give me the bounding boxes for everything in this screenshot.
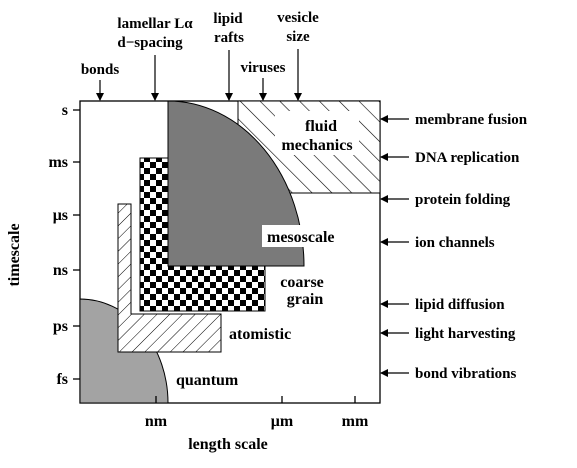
right-label-membrane-fusion: membrane fusion <box>415 112 528 128</box>
fluid-label-line1: fluid <box>305 118 337 135</box>
atomistic-region <box>117 203 222 353</box>
y-tick-label-ms: ms <box>48 154 68 171</box>
y-tick-label-ps: ps <box>53 318 68 335</box>
y-tick-label-fs: fs <box>56 371 68 388</box>
mesoscale-label-bg <box>262 225 324 247</box>
fluid-label-bg <box>275 111 359 155</box>
top-label-vesicle-line2: size <box>286 29 310 45</box>
x-tick-label-mm: mm <box>342 413 369 430</box>
top-label-lamellar-line2: d−spacing <box>117 35 183 51</box>
x-tick-label-um: μm <box>271 413 294 430</box>
right-label-protein-folding: protein folding <box>415 192 511 208</box>
top-label-viruses: viruses <box>241 60 286 76</box>
top-label-bonds: bonds <box>81 62 120 78</box>
top-label-lipid-rafts-line2: rafts <box>214 30 244 46</box>
right-label-bond-vibrations: bond vibrations <box>415 366 516 382</box>
y-tick-label-ns: ns <box>53 262 68 279</box>
top-label-lamellar-line1: lamellar Lα <box>117 16 193 32</box>
fluid-label-line2: mechanics <box>281 137 352 154</box>
mesoscale-label: mesoscale <box>267 229 335 246</box>
right-label-ion-channels: ion channels <box>415 235 495 251</box>
top-label-lipid-rafts-line1: lipid <box>213 11 243 27</box>
x-axis-title: length scale <box>188 436 268 453</box>
right-label-dna-replication: DNA replication <box>415 150 520 166</box>
coarse-grain-label-line1: coarse <box>280 274 324 291</box>
y-tick-label-us: μs <box>53 207 68 224</box>
x-tick-label-nm: nm <box>145 413 168 430</box>
mesoscale-region <box>167 100 305 267</box>
atomistic-label: atomistic <box>229 326 291 343</box>
coarse-grain-label-line2: grain <box>287 291 324 308</box>
y-axis-title: timescale <box>6 223 23 286</box>
y-tick-label-s: s <box>62 102 68 119</box>
top-label-vesicle-line1: vesicle <box>277 10 319 26</box>
right-label-lipid-diffusion: lipid diffusion <box>415 297 505 313</box>
quantum-label: quantum <box>176 372 239 389</box>
right-label-light-harvesting: light harvesting <box>415 326 516 342</box>
